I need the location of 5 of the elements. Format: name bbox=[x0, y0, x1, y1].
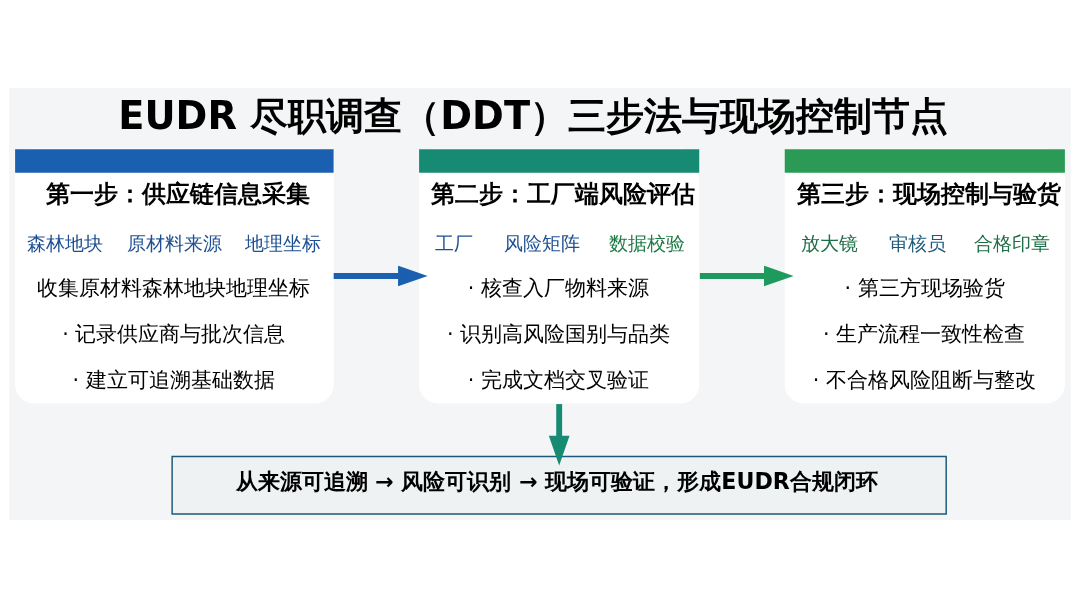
arrow bbox=[699, 265, 794, 286]
diagram-title: EUDR 尽职调查（DDT）三步法与现场控制节点 bbox=[118, 92, 949, 138]
arrow bbox=[333, 265, 428, 286]
node-box: 从来源可追溯 → 风险可识别 → 现场可验证，形成EUDR合规闭环 bbox=[171, 455, 947, 515]
arrow bbox=[548, 403, 570, 465]
